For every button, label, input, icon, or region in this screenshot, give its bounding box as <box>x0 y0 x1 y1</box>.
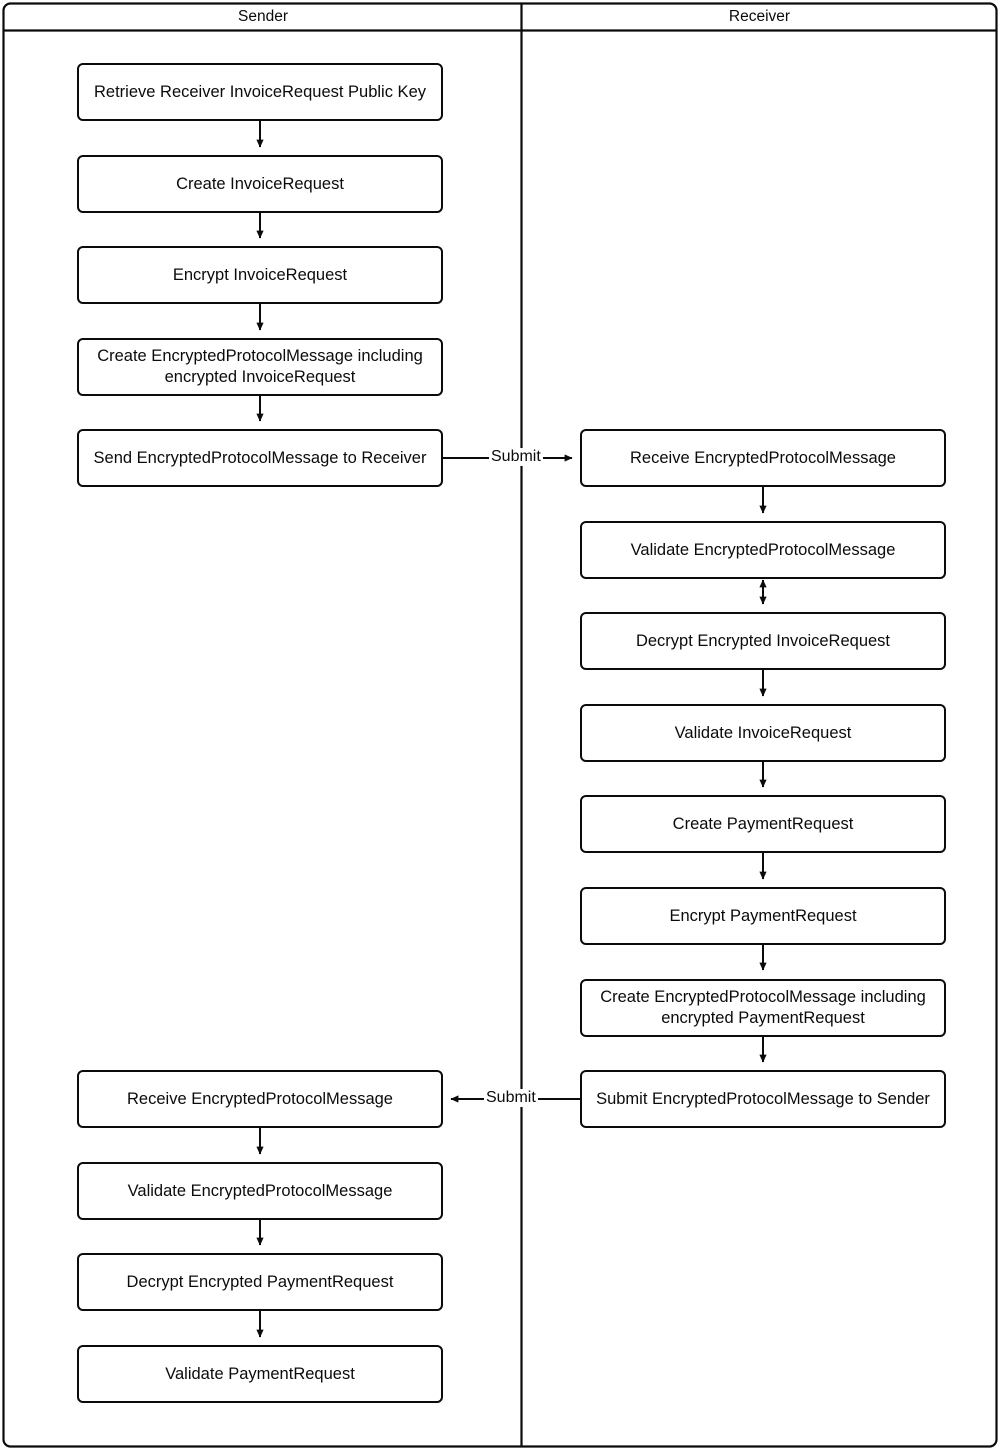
node-encrypt-invoicerequest[interactable]: Encrypt InvoiceRequest <box>77 246 443 304</box>
node-label: Decrypt Encrypted PaymentRequest <box>126 1272 394 1291</box>
node-label: Receive EncryptedProtocolMessage <box>127 1089 393 1108</box>
lane-header-receiver-label: Receiver <box>728 8 791 25</box>
node-label: Receive EncryptedProtocolMessage <box>630 448 896 467</box>
node-label: Submit EncryptedProtocolMessage to Sende… <box>596 1089 930 1108</box>
node-label: Create InvoiceRequest <box>176 174 344 193</box>
node-label: Encrypt PaymentRequest <box>669 906 857 925</box>
node-validate-paymentrequest[interactable]: Validate PaymentRequest <box>77 1345 443 1403</box>
node-label: Validate InvoiceRequest <box>674 723 852 742</box>
edge-label-text: Submit <box>491 448 541 465</box>
node-decrypt-encrypted-paymentrequest[interactable]: Decrypt Encrypted PaymentRequest <box>77 1253 443 1311</box>
edge-label-text: Submit <box>486 1089 536 1106</box>
lane-header-receiver: Receiver <box>523 4 996 30</box>
node-create-paymentrequest[interactable]: Create PaymentRequest <box>580 795 946 853</box>
node-sender-validate-encryptedprotocolmessage[interactable]: Validate EncryptedProtocolMessage <box>77 1162 443 1220</box>
edge-label-submit-to-sender: Submit <box>484 1089 538 1107</box>
node-label: Send EncryptedProtocolMessage to Receive… <box>93 448 427 467</box>
node-retrieve-receiver-invoicerequest-public-key[interactable]: Retrieve Receiver InvoiceRequest Public … <box>77 63 443 121</box>
node-label: Validate EncryptedProtocolMessage <box>127 1181 393 1200</box>
edge-label-submit-to-receiver: Submit <box>489 448 543 466</box>
node-receiver-validate-encryptedprotocolmessage[interactable]: Validate EncryptedProtocolMessage <box>580 521 946 579</box>
node-label: Decrypt Encrypted InvoiceRequest <box>635 631 891 650</box>
node-label: Create PaymentRequest <box>672 814 854 833</box>
node-label: Create EncryptedProtocolMessage includin… <box>97 347 423 386</box>
node-send-encryptedprotocolmessage-to-receiver[interactable]: Send EncryptedProtocolMessage to Receive… <box>77 429 443 487</box>
lane-header-sender: Sender <box>4 4 522 30</box>
node-validate-invoicerequest[interactable]: Validate InvoiceRequest <box>580 704 946 762</box>
node-create-encryptedprotocolmessage-invoicerequest[interactable]: Create EncryptedProtocolMessage includin… <box>77 338 443 396</box>
node-create-invoicerequest[interactable]: Create InvoiceRequest <box>77 155 443 213</box>
node-sender-receive-encryptedprotocolmessage[interactable]: Receive EncryptedProtocolMessage <box>77 1070 443 1128</box>
node-submit-encryptedprotocolmessage-to-sender[interactable]: Submit EncryptedProtocolMessage to Sende… <box>580 1070 946 1128</box>
node-label: Encrypt InvoiceRequest <box>172 265 348 284</box>
node-encrypt-paymentrequest[interactable]: Encrypt PaymentRequest <box>580 887 946 945</box>
lane-header-sender-label: Sender <box>238 8 288 25</box>
node-label: Validate EncryptedProtocolMessage <box>630 540 896 559</box>
node-label: Validate PaymentRequest <box>165 1364 355 1383</box>
node-receiver-receive-encryptedprotocolmessage[interactable]: Receive EncryptedProtocolMessage <box>580 429 946 487</box>
node-decrypt-encrypted-invoicerequest[interactable]: Decrypt Encrypted InvoiceRequest <box>580 612 946 670</box>
node-label: Create EncryptedProtocolMessage includin… <box>600 988 926 1027</box>
node-create-encryptedprotocolmessage-paymentrequest[interactable]: Create EncryptedProtocolMessage includin… <box>580 979 946 1037</box>
node-label: Retrieve Receiver InvoiceRequest Public … <box>94 82 426 101</box>
